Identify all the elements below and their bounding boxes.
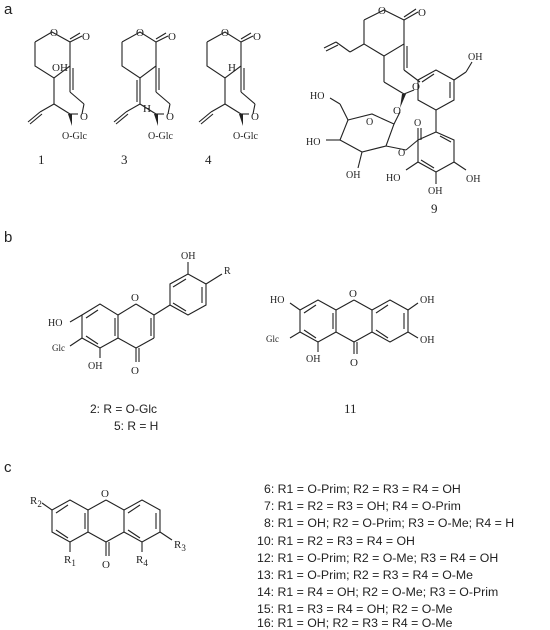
atom-h: H — [228, 62, 236, 74]
compound-1-structure — [27, 31, 85, 126]
atom-o: O — [253, 31, 261, 43]
compound-11-label: 11 — [344, 401, 357, 416]
compound-4-structure — [198, 31, 256, 126]
atom-o: O — [378, 5, 386, 17]
compound-label: 9 — [431, 201, 438, 216]
flavone-structure — [69, 262, 223, 362]
atom-o: O — [82, 31, 90, 43]
compound-label: 3 — [121, 152, 128, 167]
atom-o: O — [412, 81, 420, 93]
atom-o: O — [102, 559, 110, 571]
panel-label-a: a — [4, 1, 13, 18]
compound-row: 10: R1 = R2 = R3 = R4 = OH — [257, 534, 415, 548]
atom-o: O — [221, 27, 229, 39]
compound-row: 13: R1 = O-Prim; R2 = R3 = R4 = O-Me — [257, 568, 473, 582]
atom-oglc: O-Glc — [148, 131, 174, 142]
substituent-table: 6: R1 = O-Prim; R2 = R3 = R4 = OH 7: R1 … — [257, 482, 514, 630]
atom-ho: HO — [270, 295, 284, 306]
atom-oh: OH — [52, 62, 68, 74]
atom-o: O — [251, 111, 259, 123]
atom-o: O — [136, 27, 144, 39]
compound-5-label: 5: R = H — [114, 419, 158, 433]
atom-oh: OH — [468, 52, 482, 63]
atom-oh: OH — [420, 335, 434, 346]
atom-oglc: O-Glc — [233, 131, 259, 142]
atom-ho: HO — [306, 137, 320, 148]
compound-9-structure — [323, 8, 473, 184]
compound-row: 14: R1 = R4 = OH; R2 = O-Me; R3 = O-Prim — [257, 585, 498, 599]
compound-label: 4 — [205, 152, 212, 167]
compound-row: 16: R1 = OH; R2 = R3 = R4 = O-Me — [257, 616, 453, 630]
compound-row: 15: R1 = R3 = R4 = OH; R2 = O-Me — [257, 602, 453, 616]
atom-o: O — [418, 7, 426, 19]
panel-label-b: b — [4, 229, 12, 246]
atom-ho: HO — [386, 173, 400, 184]
atom-oglc: O-Glc — [62, 131, 88, 142]
atom-o: O — [168, 31, 176, 43]
atom-o: O — [131, 292, 139, 304]
atom-o: O — [101, 488, 109, 500]
atom-ho: HO — [310, 91, 324, 102]
atom-o: O — [414, 118, 421, 129]
xanthone-core-structure — [41, 499, 173, 556]
substituent-r1: R1 — [64, 554, 76, 568]
atom-o: O — [50, 27, 58, 39]
atom-oh: OH — [181, 251, 195, 262]
substituent-r3: R3 — [174, 539, 186, 553]
atom-o: O — [349, 288, 357, 300]
xanthone-11-structure — [289, 299, 419, 354]
compound-label: 1 — [38, 152, 45, 167]
atom-o: O — [366, 117, 373, 128]
atom-oh: OH — [346, 170, 360, 181]
compound-row: 6: R1 = O-Prim; R2 = R3 = R4 = OH — [264, 482, 461, 496]
atom-o: O — [398, 148, 405, 159]
substituent-r2: R2 — [30, 495, 42, 509]
compound-row: 12: R1 = O-Prim; R2 = O-Me; R3 = R4 = OH — [257, 551, 498, 565]
atom-h: H — [143, 103, 151, 115]
atom-oh: OH — [88, 361, 102, 372]
compound-3-structure — [113, 31, 171, 126]
atom-oh: OH — [306, 354, 320, 365]
atom-glc: Glc — [266, 334, 279, 344]
atom-oh: OH — [466, 174, 480, 185]
atom-oh: OH — [420, 295, 434, 306]
atom-o: O — [393, 105, 401, 117]
panel-label-c: c — [4, 459, 12, 476]
atom-ho: HO — [48, 318, 62, 329]
compound-2-label: 2: R = O-Glc — [90, 402, 157, 416]
atom-o: O — [131, 365, 139, 377]
atom-r: R — [224, 266, 231, 277]
substituent-r4: R4 — [136, 554, 148, 568]
atom-glc: Glc — [52, 343, 65, 353]
atom-oh: OH — [428, 186, 442, 197]
atom-o: O — [350, 357, 358, 369]
compound-row: 8: R1 = OH; R2 = O-Prim; R3 = O-Me; R4 =… — [264, 516, 514, 530]
atom-o: O — [166, 111, 174, 123]
atom-o: O — [80, 111, 88, 123]
compound-row: 7: R1 = R2 = R3 = OH; R4 = O-Prim — [264, 499, 461, 513]
